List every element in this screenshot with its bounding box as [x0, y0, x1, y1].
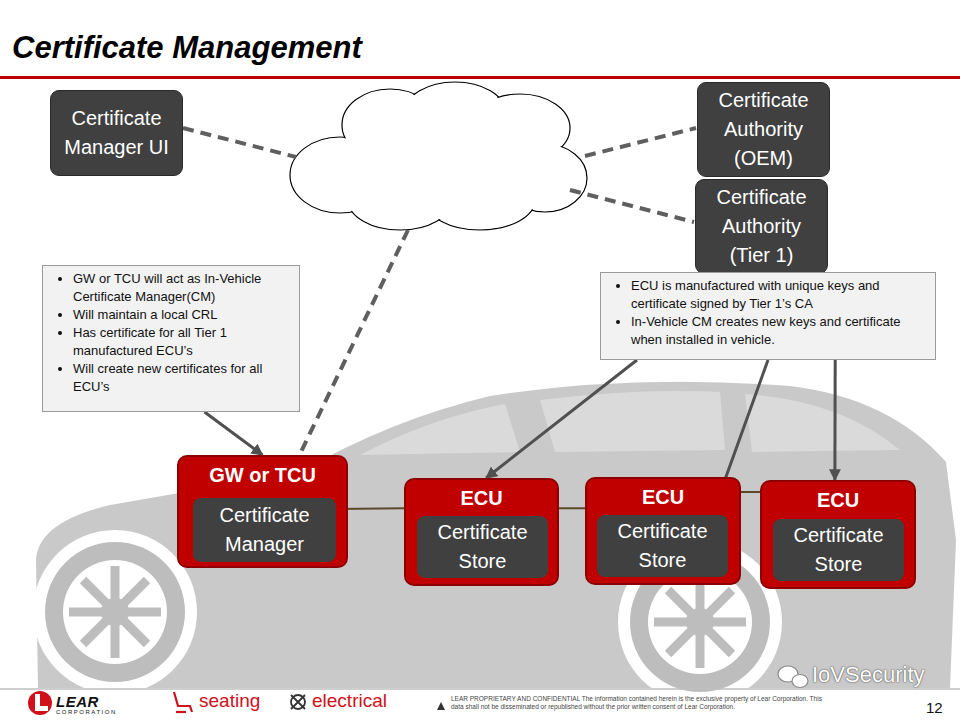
company-subtitle: CORPORATION [56, 709, 117, 715]
company-name: LEAR [56, 693, 99, 710]
car-silhouette [33, 382, 956, 704]
callout-arrow [486, 360, 637, 478]
box-heading: ECU [587, 479, 739, 509]
title-rule [0, 76, 960, 79]
ca-box: Certificate Authority (OEM) [697, 82, 830, 177]
ecu-box: ECU Certificate Store [760, 480, 916, 589]
bullet-text: In-Vehicle CM creates new keys and certi… [631, 313, 927, 349]
page-number: 12 [926, 699, 943, 716]
ca-box: Certificate Authority (Tier 1) [695, 179, 828, 274]
box-label: Certificate Authority (OEM) [704, 86, 823, 173]
box-heading: ECU [406, 480, 557, 510]
cert-store-box: Certificate Store [773, 519, 904, 581]
callout-box: ECU is manufactured with unique keys and… [600, 272, 936, 360]
bullet-list: ECU is manufactured with unique keys and… [605, 277, 927, 349]
bullet-text: Will maintain a local CRL [73, 306, 291, 324]
confidentiality-note: LEAR PROPRIETARY AND CONFIDENTIAL The in… [451, 695, 831, 711]
callout-arrow [205, 412, 263, 455]
box-label: Certificate Manager [197, 501, 332, 559]
gateway-box: GW or TCU Certificate Manager [177, 455, 348, 568]
bullet-list: GW or TCU will act as In-Vehicle Certifi… [47, 270, 291, 396]
bullet-text: ECU is manufactured with unique keys and… [631, 277, 927, 313]
box-label: Certificate Store [777, 521, 900, 579]
cert-store-box: Certificate Store [417, 516, 548, 578]
callout-arrow [833, 360, 836, 480]
bullet-text: Will create new certificates for all ECU… [73, 360, 291, 396]
box-label: Certificate Authority (Tier 1) [702, 183, 821, 270]
box-label: Certificate Store [601, 517, 724, 575]
ecu-box: ECU Certificate Store [404, 478, 559, 586]
bullet-text: GW or TCU will act as In-Vehicle Certifi… [73, 270, 291, 306]
ecu-box: ECU Certificate Store [585, 477, 741, 585]
watermark: IoVSecurity [812, 662, 925, 688]
cert-manager-box: Certificate Manager [193, 498, 336, 562]
warning-icon [437, 702, 445, 710]
box-label: Certificate Store [421, 518, 544, 576]
footer-rule [0, 688, 960, 690]
slide-title: Certificate Management [12, 30, 362, 66]
bus-line [741, 491, 760, 493]
division-name: electrical [312, 690, 387, 712]
box-heading: ECU [762, 482, 914, 512]
cloud [290, 82, 587, 230]
box-heading: GW or TCU [179, 457, 346, 487]
wechat-icon [778, 666, 808, 688]
cert-store-box: Certificate Store [597, 515, 728, 577]
manager-ui-box: Certificate Manager UI [50, 90, 183, 176]
callout-box: GW or TCU will act as In-Vehicle Certifi… [42, 265, 300, 412]
seating-icon [174, 692, 192, 712]
bus-line [559, 507, 585, 509]
box-label: Certificate Manager UI [57, 104, 176, 162]
lear-logo [28, 691, 52, 715]
bullet-text: Has certificate for all Tier 1 manufactu… [73, 324, 291, 360]
electrical-icon [291, 695, 305, 709]
division-name: seating [199, 690, 260, 712]
